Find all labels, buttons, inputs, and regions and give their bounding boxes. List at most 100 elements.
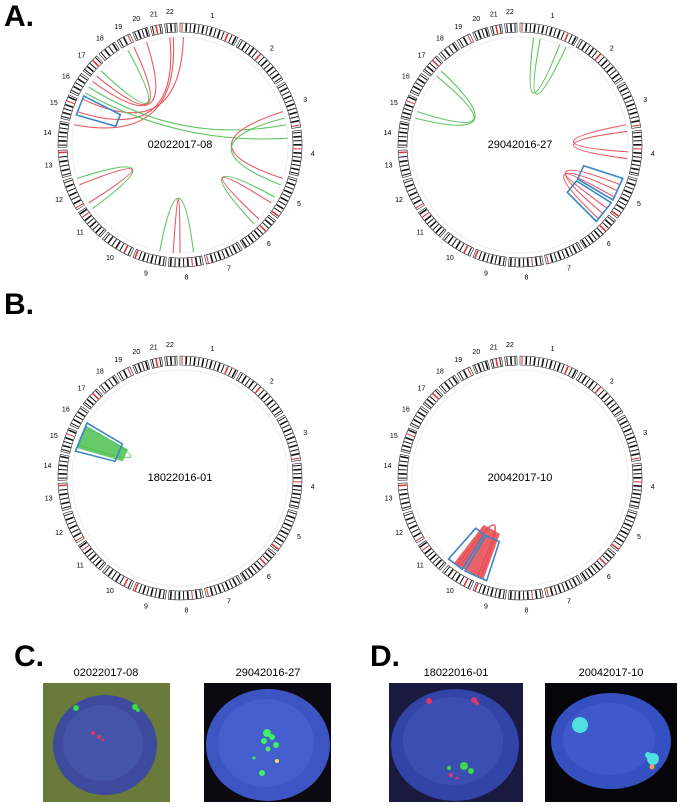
band [104,566,110,574]
band [82,545,90,551]
band [406,433,415,438]
band [415,82,423,88]
band [631,119,640,124]
band [159,25,162,34]
chromosome-6 [579,547,617,582]
band [89,63,97,70]
band [597,56,605,64]
chromosome-label: 12 [55,530,63,537]
fish-caption-d1: 18022016-01 [423,667,489,679]
band [568,580,574,588]
band [89,220,97,228]
band [208,360,213,369]
chromosome-label: 15 [50,433,58,440]
band [539,256,542,265]
chromosome-7 [204,574,243,598]
band [571,245,578,253]
band [458,372,464,380]
band [263,396,271,403]
band [251,383,258,391]
band [435,57,442,64]
chromosome-label: 17 [78,386,86,393]
band [623,95,632,100]
band [134,365,139,373]
chromosome-label: 5 [297,201,301,208]
band [244,378,251,386]
band [411,528,419,534]
band [251,565,257,573]
chromosome-label: 16 [62,74,70,81]
band [633,135,642,138]
band [429,396,437,403]
band [111,571,117,579]
band [632,492,641,496]
band [82,212,90,218]
band [150,255,154,264]
band [429,63,437,70]
band [231,578,238,586]
band [292,159,301,163]
band [509,356,513,365]
band [444,566,450,574]
link-red [172,198,181,254]
band [600,392,608,400]
chromosome-label: 22 [506,9,514,16]
band [266,66,274,73]
band [398,468,407,471]
band [248,47,255,56]
band [429,553,437,561]
band [614,540,622,546]
band [59,159,68,163]
band [561,583,566,592]
link-green [415,70,476,126]
band [228,34,233,43]
band [288,511,297,515]
band [224,33,229,42]
band [220,31,225,40]
band [401,501,410,505]
band [549,587,554,596]
band [186,258,189,267]
band [588,380,595,389]
band [609,403,617,409]
chromosome-label: 22 [166,342,174,349]
band [59,127,68,130]
band [626,514,635,519]
band [271,73,280,80]
band [87,218,94,225]
band [632,159,641,163]
band [575,243,581,251]
band [60,164,69,167]
chromosome-label: 20 [472,349,480,356]
band [288,178,297,182]
band [98,229,105,236]
band [122,370,129,378]
band [86,398,94,406]
chromosome-label: 12 [395,530,403,537]
link-red [73,37,175,129]
band [604,552,612,559]
band [529,23,532,32]
band [244,45,251,53]
band [611,73,620,80]
band [618,200,626,206]
link-green [100,50,150,104]
band [216,363,221,372]
band [277,83,286,89]
circos-center-label: 20042017-10 [488,472,553,484]
band [209,587,214,596]
chromosome-label: 15 [390,100,398,107]
fish-image-18022016-01 [389,683,523,802]
band [420,407,428,414]
band [399,488,408,491]
band [571,36,577,45]
band [557,251,562,260]
band [213,28,217,37]
band [95,57,102,64]
band [587,235,594,243]
band [526,258,529,267]
band [623,522,632,528]
band [458,39,464,47]
band [463,245,469,254]
band [166,24,169,33]
